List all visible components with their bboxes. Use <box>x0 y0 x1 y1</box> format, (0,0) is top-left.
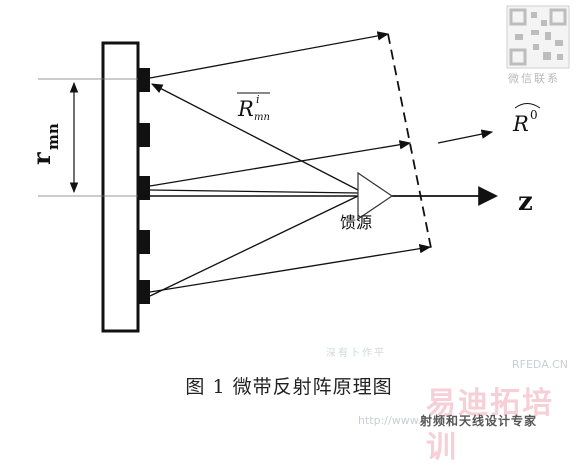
vector-R-superscript: i <box>256 93 260 106</box>
rmn-label-symbol: r <box>27 152 56 165</box>
feed-label: 馈源 <box>340 213 372 232</box>
figure-caption: 图 1 微带反射阵原理图 <box>185 376 393 398</box>
reflected-rays <box>149 31 432 293</box>
incident-rays <box>149 83 359 297</box>
vector-R-subscript: mn <box>254 112 270 123</box>
patch-element <box>138 280 150 304</box>
unit-R-superscript: 0 <box>530 108 538 122</box>
phase-front-dashed <box>387 33 432 249</box>
incident-ray <box>149 189 359 194</box>
patch-element <box>138 68 150 92</box>
z-axis-label: z <box>518 187 533 217</box>
watermark-tagline: 射频和天线设计专家 <box>420 414 538 428</box>
watermark-url: http://www. <box>358 414 422 427</box>
patch-element <box>138 123 150 147</box>
beam-direction-arrow <box>437 129 494 144</box>
patch-element <box>138 176 150 200</box>
reflected-ray <box>149 244 432 293</box>
qr-code-watermark <box>506 5 570 69</box>
unit-vector-hat <box>514 103 541 109</box>
substrate-panel <box>101 41 140 333</box>
patch-element <box>138 230 150 254</box>
reflected-ray <box>149 31 390 79</box>
watermark-wechat: 微信联系 <box>508 72 560 85</box>
watermark-site: RFEDA.CN <box>512 358 568 371</box>
unit-R-label: R <box>512 112 529 136</box>
incident-ray <box>150 83 359 191</box>
feed-horn <box>357 171 394 221</box>
incident-ray <box>149 195 359 297</box>
rmn-label-subscript: mn <box>44 123 62 150</box>
reflected-ray <box>149 140 412 187</box>
reflectarray-diagram: r mn R i mn R 0 z 馈源 <box>27 5 570 333</box>
vector-R-label: R <box>237 97 254 121</box>
watermark-faint-text: 深有卜作平 <box>326 348 386 359</box>
patch-elements <box>138 68 150 304</box>
